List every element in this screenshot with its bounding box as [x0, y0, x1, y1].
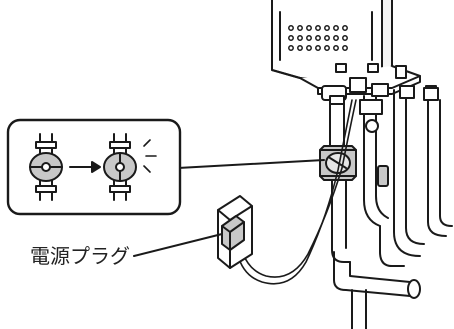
power-cord: [235, 99, 357, 285]
valve-open-icon: [29, 133, 63, 201]
label-leader-line: [133, 233, 223, 257]
gas-valve: [319, 145, 357, 181]
click-marks-icon: [143, 139, 157, 173]
vent-grille: [288, 25, 348, 51]
power-plug: [221, 215, 245, 251]
side-knob: [377, 165, 389, 187]
wall-outlet: [217, 195, 253, 269]
valve-closed-icon: [103, 133, 137, 201]
pipe-bundle: [321, 77, 453, 329]
valve-inset-panel: [6, 118, 182, 216]
power-plug-label: 電源プラグ: [30, 244, 130, 268]
arrow-right-icon: [69, 161, 101, 173]
callout-connector-line: [177, 159, 325, 169]
